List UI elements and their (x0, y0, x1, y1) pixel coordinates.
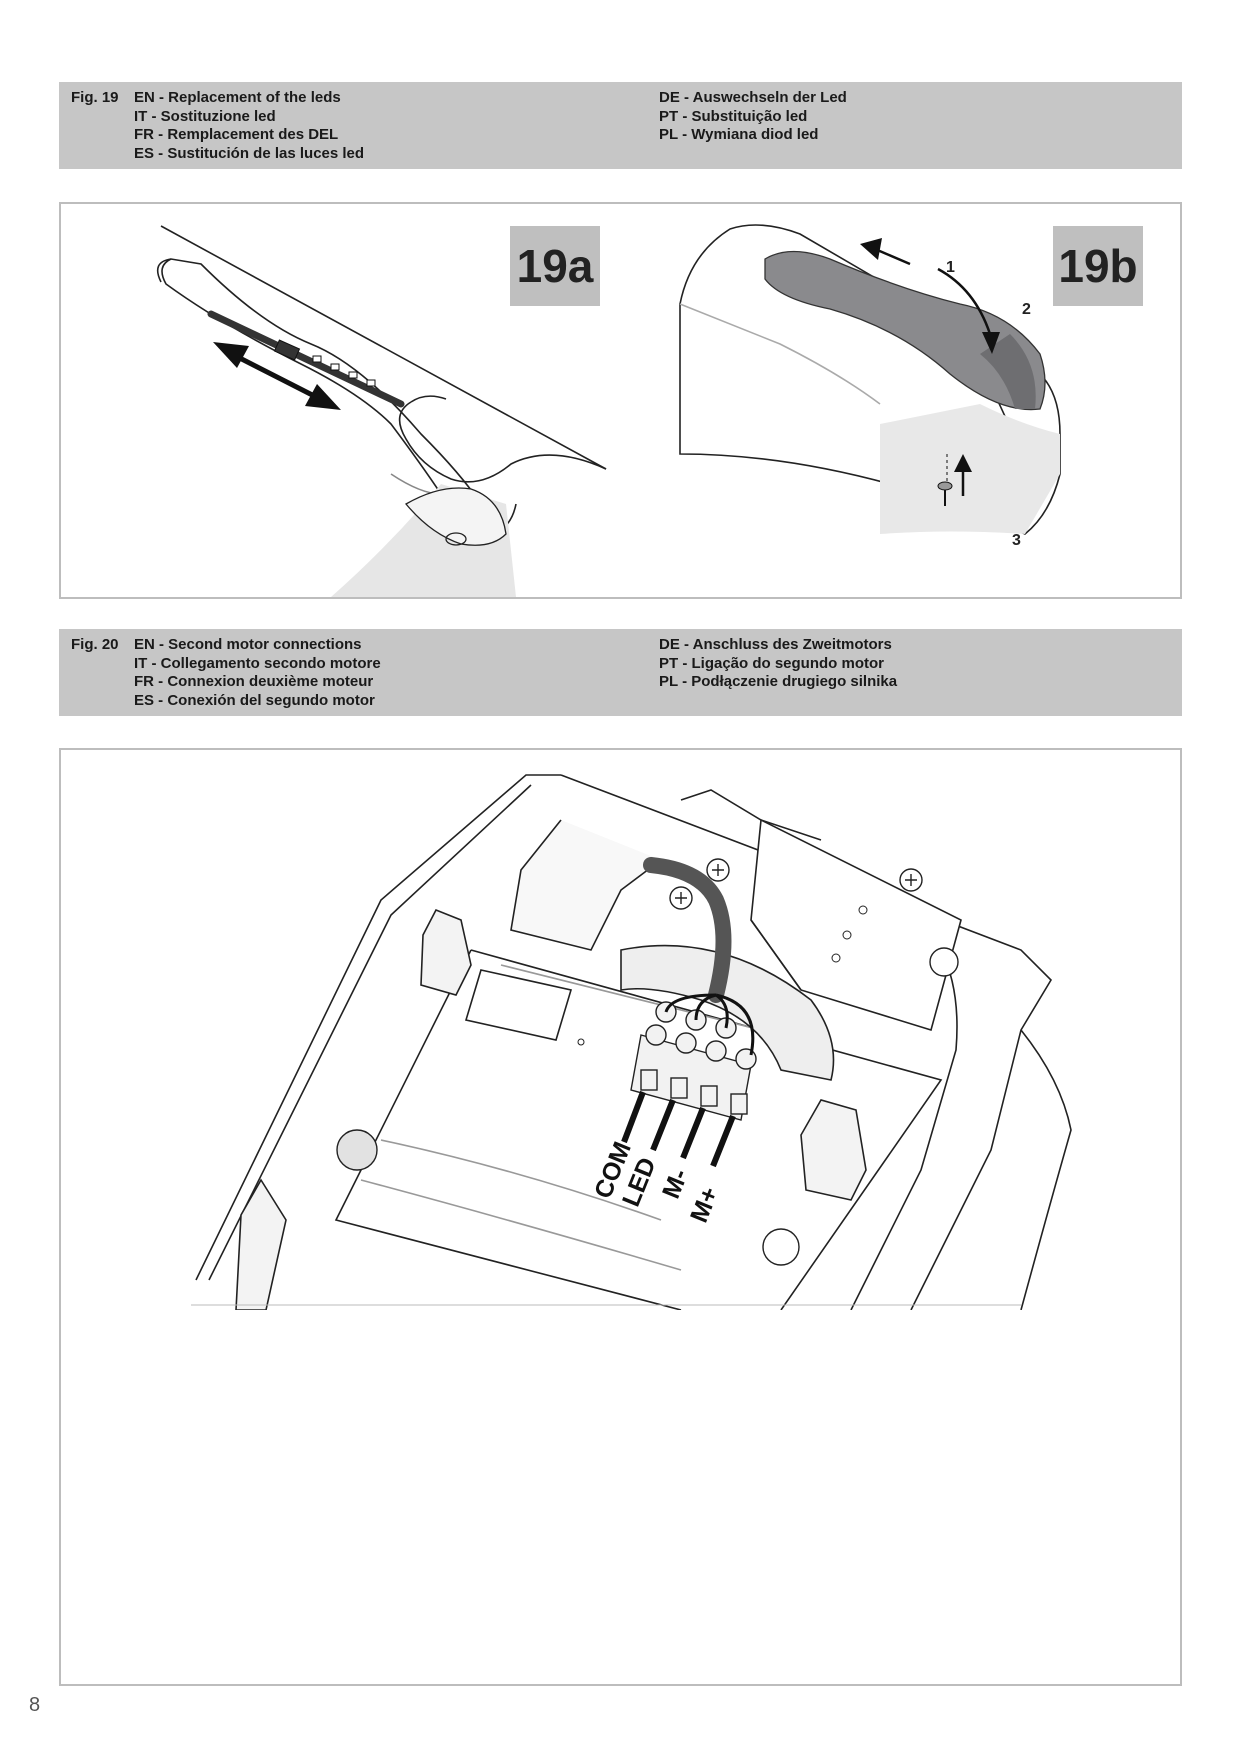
fig20-caption-es: ES - Conexión del segundo motor (134, 691, 375, 709)
led-arm-illustration (156, 225, 607, 597)
fig19-caption-fr: FR - Remplacement des DEL (134, 126, 339, 143)
fig19-caption-it: IT - Sostituzione led (134, 107, 276, 125)
fig20-number: Fig. 20 (71, 636, 119, 653)
fig20-caption-left: EN - Second motor connections IT - Colle… (134, 636, 381, 710)
fig19-caption: Fig. 19 EN - Replacement of the leds IT … (59, 82, 1182, 169)
fig20-caption: Fig. 20 EN - Second motor connections IT… (59, 629, 1182, 716)
step-2-label: 2 (1022, 301, 1031, 318)
fig19-caption-es: ES - Sustitución de las luces led (134, 144, 365, 162)
fig20-caption-pl: PL - Podłączenie drugiego silnika (659, 673, 898, 690)
fig20-caption-pt: PT - Ligação do segundo motor (659, 654, 884, 672)
fig19-caption-de: DE - Auswechseln der Led (659, 89, 847, 106)
fig19a-label: 19a (510, 226, 600, 306)
fig20-caption-fr: FR - Connexion deuxième moteur (134, 673, 374, 690)
fig19b-label: 19b (1053, 226, 1143, 306)
fig19-number: Fig. 19 (71, 89, 119, 106)
led-cover-illustration (679, 224, 1061, 535)
fig19-caption-pt: PT - Substituição led (659, 107, 808, 125)
fig19-frame: 19a 19b 1 2 3 (59, 202, 1182, 599)
fig19-caption-left: EN - Replacement of the leds IT - Sostit… (134, 89, 364, 163)
fig20-caption-de: DE - Anschluss des Zweitmotors (659, 636, 892, 653)
page-number: 8 (29, 1694, 41, 1716)
fig20-frame: COM LED M- M+ (59, 748, 1182, 1686)
fig20-caption-it: IT - Collegamento secondo motore (134, 654, 381, 672)
step-3-label: 3 (1012, 532, 1021, 549)
step-1-label: 1 (946, 259, 955, 276)
fig20-caption-right: DE - Anschluss des Zweitmotors PT - Liga… (659, 636, 897, 692)
fig19-caption-right: DE - Auswechseln der Led PT - Substituiç… (659, 89, 847, 145)
fig19-caption-en: EN - Replacement of the leds (134, 89, 341, 106)
fig20-caption-en: EN - Second motor connections (134, 636, 362, 653)
fig19-caption-pl: PL - Wymiana diod led (659, 126, 819, 143)
motor-housing-illustration (191, 774, 1072, 1310)
